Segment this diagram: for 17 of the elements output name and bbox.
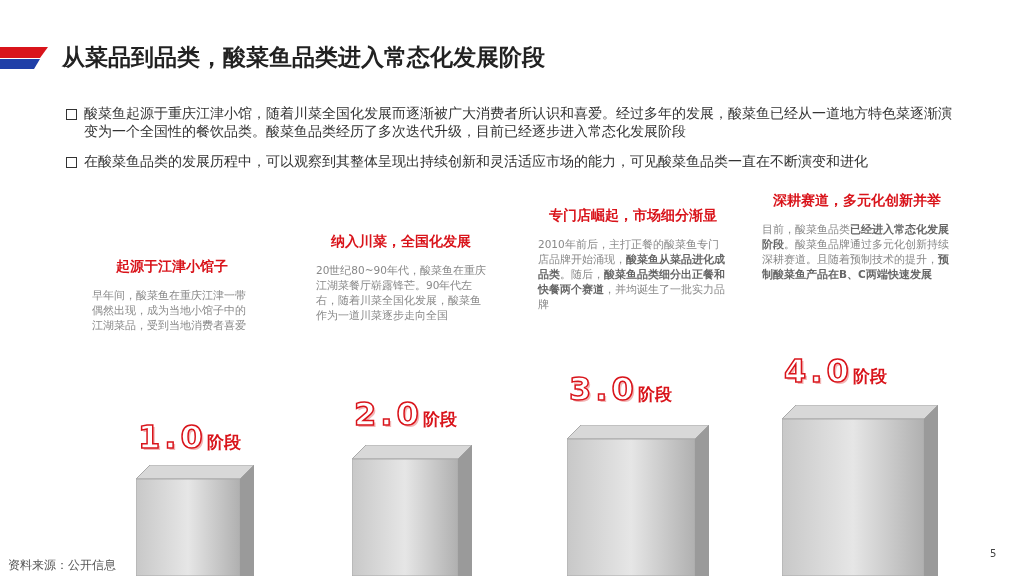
stage-description: 2010年前后，主打正餐的酸菜鱼专门店品牌开始涌现，酸菜鱼从菜品进化成品类。随后，酸菜鱼品类细分出正餐和快餐两个赛道，并均诞生了一批实力品牌 <box>538 237 726 312</box>
stage-heading: 深耕赛道，多元化创新并举 <box>772 192 942 210</box>
bullet-paragraph: 酸菜鱼起源于重庆江津小馆，随着川菜全国化发展而逐渐被广大消费者所认识和喜爱。经过多年的发展，酸菜鱼已经从一道地方特色菜逐渐演变为一个全国性的餐饮品类。酸菜鱼品类经历了多次迭代升级，目前已经逐步进入常态化发展阶段 <box>84 104 953 140</box>
slide-title: 从菜品到品类，酸菜鱼品类进入常态化发展阶段 <box>62 43 545 72</box>
stage-description: 早年间，酸菜鱼在重庆江津一带偶然出现，成为当地小馆子中的江湖菜品，受到当地消费者喜爱 <box>92 288 247 333</box>
stage-heading: 纳入川菜，全国化发展 <box>330 233 472 251</box>
stage-description: 目前，酸菜鱼品类已经进入常态化发展阶段。酸菜鱼品牌通过多元化创新持续深耕赛道。且随着预制技术的提升，预制酸菜鱼产品在B、C两端快速发展 <box>762 222 950 282</box>
stage-heading: 专门店崛起，市场细分渐显 <box>548 207 718 225</box>
bullet-paragraph: 在酸菜鱼品类的发展历程中，可以观察到其整体呈现出持续创新和灵活适应市场的能力，可见酸菜鱼品类一直在不断演变和进化 <box>84 152 869 170</box>
stage-label: 2.0阶段 <box>354 395 457 433</box>
stage-heading: 起源于江津小馆子 <box>115 258 229 276</box>
stage-label: 4.0阶段 <box>784 352 887 390</box>
stage-label: 3.0阶段 <box>569 370 672 408</box>
stage-label: 1.0阶段 <box>138 418 241 456</box>
page-number: 5 <box>990 548 997 559</box>
source-note: 资料来源：公开信息 <box>8 557 116 574</box>
stage-description: 20世纪80~90年代，酸菜鱼在重庆江湖菜餐厅崭露锋芒。90年代左右，随着川菜全国化发展，酸菜鱼作为一道川菜逐步走向全国 <box>316 263 486 323</box>
